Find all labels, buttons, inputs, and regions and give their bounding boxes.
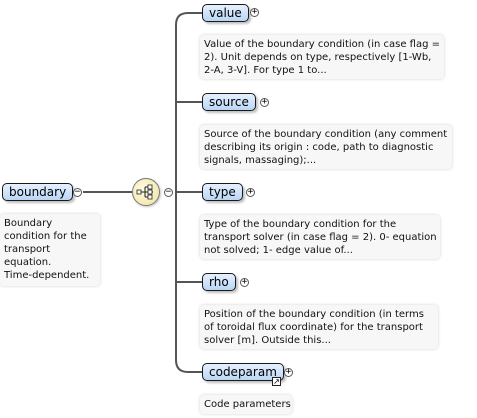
- collapse-icon: −: [74, 187, 81, 197]
- doc-line: equation.: [4, 257, 52, 268]
- element-label: type: [209, 185, 236, 199]
- expand-icon: +: [285, 367, 292, 377]
- codeparam-documentation: Code parameters: [200, 395, 292, 414]
- element-value[interactable]: value: [202, 4, 249, 22]
- doc-line: transport solver (in case flag = 2). 0- …: [204, 232, 437, 243]
- collapse-icon: −: [165, 187, 172, 197]
- element-rho[interactable]: rho: [202, 273, 236, 291]
- doc-line: transport: [4, 244, 51, 255]
- element-label: codeparam: [209, 365, 277, 379]
- expand-icon: +: [251, 7, 258, 17]
- root-documentation: Boundary condition for the transport equ…: [0, 214, 100, 286]
- codeparam-expand-toggle[interactable]: +: [284, 368, 293, 377]
- element-codeparam[interactable]: codeparam: [202, 363, 284, 381]
- root-element-label: boundary: [9, 185, 67, 199]
- element-label: rho: [209, 275, 229, 289]
- doc-line: signals, massaging);...: [204, 155, 317, 166]
- doc-line: condition for the: [4, 231, 87, 242]
- doc-line: Source of the boundary condition (any co…: [204, 129, 448, 140]
- rho-expand-toggle[interactable]: +: [240, 278, 249, 287]
- element-label: value: [209, 6, 242, 20]
- external-link-icon[interactable]: ↗: [272, 377, 281, 386]
- expand-icon: +: [241, 277, 248, 287]
- sequence-collapse-toggle[interactable]: −: [164, 188, 173, 197]
- element-source[interactable]: source: [202, 93, 256, 111]
- external-link-glyph: ↗: [273, 377, 280, 386]
- source-documentation: Source of the boundary condition (any co…: [200, 125, 452, 169]
- doc-line: Time-dependent.: [4, 270, 90, 281]
- element-label: source: [209, 95, 249, 109]
- doc-line: Type of the boundary condition for the: [204, 219, 397, 230]
- sequence-icon: [136, 184, 153, 200]
- expand-icon: +: [247, 187, 254, 197]
- doc-line: 2). Unit depends on type, respectively […: [204, 52, 432, 63]
- doc-line: solver [m]. Outside this...: [204, 335, 331, 346]
- type-documentation: Type of the boundary condition for the t…: [200, 215, 440, 259]
- doc-line: Code parameters: [204, 399, 291, 410]
- rho-documentation: Position of the boundary condition (in t…: [200, 305, 438, 349]
- sequence-compositor[interactable]: [132, 178, 160, 206]
- doc-line: 2-A, 3-V]. For type 1 to...: [204, 65, 327, 76]
- value-expand-toggle[interactable]: +: [250, 8, 259, 17]
- doc-line: of toroidal flux coordinate) for the tra…: [204, 322, 423, 333]
- doc-line: Value of the boundary condition (in case…: [204, 39, 440, 50]
- root-element-boundary[interactable]: boundary: [2, 183, 74, 201]
- root-collapse-toggle[interactable]: −: [73, 188, 82, 197]
- element-type[interactable]: type: [202, 183, 243, 201]
- doc-line: describing its origin : code, path to di…: [204, 142, 434, 153]
- doc-line: Boundary: [4, 218, 53, 229]
- value-documentation: Value of the boundary condition (in case…: [200, 35, 444, 79]
- doc-line: not solved; 1- edge value of...: [204, 245, 353, 256]
- expand-icon: +: [261, 97, 268, 107]
- doc-line: Position of the boundary condition (in t…: [204, 309, 424, 320]
- source-expand-toggle[interactable]: +: [260, 98, 269, 107]
- type-expand-toggle[interactable]: +: [246, 188, 255, 197]
